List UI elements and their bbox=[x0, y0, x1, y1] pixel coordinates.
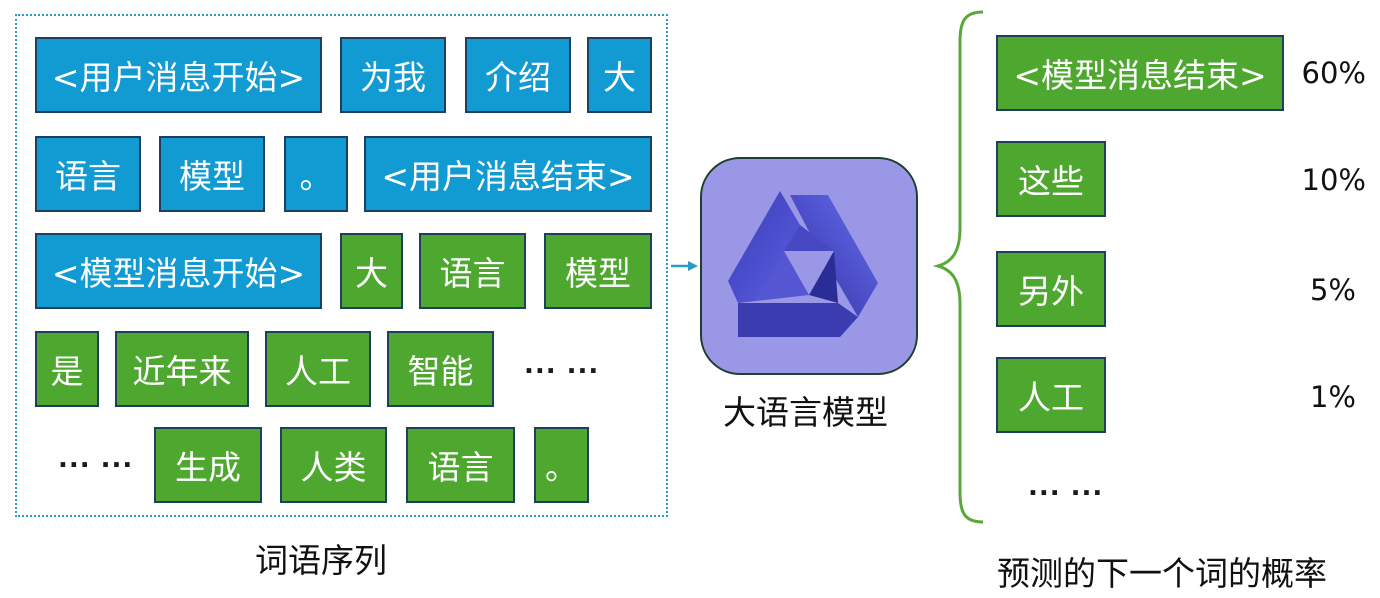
token: 生成 bbox=[154, 427, 262, 503]
token-user-end: <用户消息结束> bbox=[364, 136, 652, 212]
ellipsis: ... ... bbox=[524, 350, 600, 380]
token: 模型 bbox=[544, 233, 652, 309]
arrow-head-icon bbox=[688, 261, 698, 271]
token: 人工 bbox=[265, 331, 371, 407]
predictions-caption: 预测的下一个词的概率 bbox=[997, 554, 1327, 593]
token-model-start: <模型消息开始> bbox=[35, 233, 322, 309]
prediction-prob: 5% bbox=[1309, 273, 1356, 307]
prediction-token: <模型消息结束> bbox=[996, 35, 1284, 111]
token: 人类 bbox=[280, 427, 387, 503]
token: 模型 bbox=[159, 136, 265, 212]
prediction-prob: 10% bbox=[1301, 163, 1366, 197]
token: 介绍 bbox=[465, 37, 571, 113]
token: 语言 bbox=[419, 233, 526, 309]
sequence-caption: 词语序列 bbox=[255, 541, 387, 580]
token: 是 bbox=[35, 331, 99, 407]
prediction-token: 人工 bbox=[996, 357, 1106, 433]
token: 。 bbox=[534, 427, 589, 503]
prediction-token: 这些 bbox=[996, 141, 1106, 217]
prediction-prob: 1% bbox=[1309, 380, 1356, 414]
curly-brace bbox=[932, 10, 984, 524]
model-label: 大语言模型 bbox=[723, 393, 888, 432]
qwen-logo-icon bbox=[728, 191, 878, 337]
token: 语言 bbox=[406, 427, 515, 503]
token: 大 bbox=[340, 233, 403, 309]
ellipsis: ... ... bbox=[1028, 472, 1104, 502]
token: 语言 bbox=[35, 136, 141, 212]
prediction-prob: 60% bbox=[1301, 56, 1366, 90]
token-sequence-box bbox=[15, 14, 668, 517]
token: 为我 bbox=[340, 37, 446, 113]
token-user-start: <用户消息开始> bbox=[35, 37, 322, 113]
token: 。 bbox=[284, 136, 348, 212]
token: 大 bbox=[587, 37, 652, 113]
ellipsis: ... ... bbox=[58, 444, 134, 474]
token: 近年来 bbox=[115, 331, 249, 407]
token: 智能 bbox=[387, 331, 494, 407]
prediction-token: 另外 bbox=[996, 251, 1106, 327]
